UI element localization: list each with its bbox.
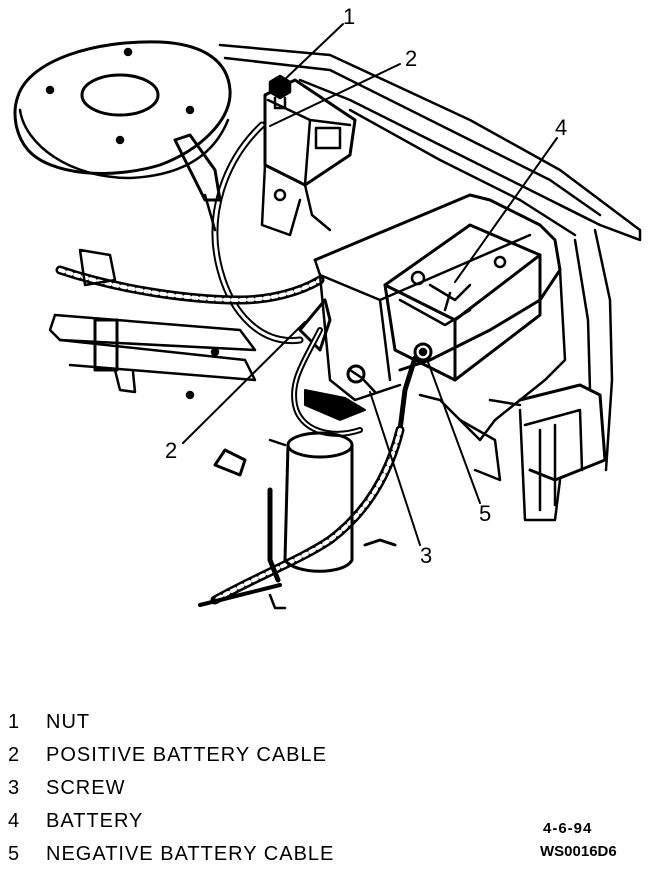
parts-legend: 1 NUT 2 POSITIVE BATTERY CABLE 3 SCREW 4…: [8, 706, 428, 871]
legend-item: 4 BATTERY: [8, 805, 428, 838]
body-panel: [218, 43, 642, 472]
fender-ground-lead: [173, 133, 222, 232]
lower-cable-ends: [198, 538, 397, 610]
battery: [383, 223, 542, 382]
legend-label: SCREW: [46, 777, 126, 799]
nut: [268, 74, 292, 110]
callout-2-lower: 2: [165, 438, 178, 463]
strut-tower-cap: [13, 40, 232, 180]
legend-item: 2 POSITIVE BATTERY CABLE: [8, 739, 428, 772]
callout-1: 1: [343, 4, 356, 29]
battery-installation-diagram: [13, 23, 642, 610]
legend-item: 5 NEGATIVE BATTERY CABLE: [8, 838, 428, 871]
legend-number: 3: [8, 777, 21, 799]
legend-label: NUT: [46, 711, 91, 733]
frame-rail: [48, 313, 257, 400]
legend-label: BATTERY: [46, 810, 144, 832]
date-code: 4-6-94: [543, 820, 593, 837]
wiring-harness: [55, 248, 325, 305]
legend-label: NEGATIVE BATTERY CABLE: [46, 843, 335, 865]
negative-battery-cable: [210, 342, 433, 605]
legend-number: 5: [8, 843, 21, 865]
air-duct: [458, 383, 607, 522]
legend-number: 4: [8, 810, 21, 832]
hold-down-bracket: [304, 389, 366, 421]
junction-block: [260, 78, 357, 237]
legend-label: POSITIVE BATTERY CABLE: [46, 744, 327, 766]
callout-5: 5: [479, 501, 492, 526]
figure-code: WS0016D6: [540, 843, 617, 860]
legend-item: 1 NUT: [8, 706, 428, 739]
leader-lines: [182, 23, 558, 546]
callout-4: 4: [555, 115, 568, 140]
callout-2-upper: 2: [405, 46, 418, 71]
legend-number: 1: [8, 711, 21, 733]
screw: [346, 364, 377, 394]
canister: [213, 431, 354, 583]
callout-3: 3: [420, 543, 433, 568]
legend-item: 3 SCREW: [8, 772, 428, 805]
battery-tray: [313, 193, 567, 442]
legend-number: 2: [8, 744, 21, 766]
